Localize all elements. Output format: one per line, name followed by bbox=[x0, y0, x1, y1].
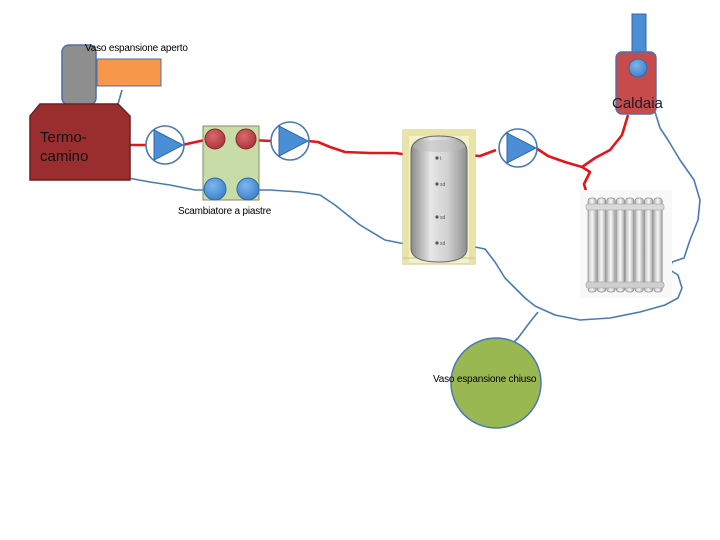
termocamino-body bbox=[29, 103, 131, 181]
svg-text:sd: sd bbox=[440, 215, 446, 221]
svg-text:t: t bbox=[440, 156, 442, 162]
hot-pipe-boiler-branch bbox=[581, 114, 630, 169]
open-tank-orange-panel bbox=[96, 58, 162, 87]
termocamino bbox=[29, 103, 131, 181]
pump-1 bbox=[145, 125, 185, 165]
cold-pipe-to-closed-tank bbox=[511, 311, 539, 345]
exchanger-hot-in-port bbox=[204, 128, 226, 150]
radiator-fin bbox=[587, 197, 597, 293]
exchanger-cold-out-port bbox=[236, 177, 260, 201]
boiler-label: Caldaia bbox=[612, 95, 663, 112]
svg-text:sd: sd bbox=[440, 182, 446, 188]
cold-pipe-open-tank-drop bbox=[117, 89, 123, 105]
radiator-fin bbox=[625, 197, 635, 293]
radiator-fin bbox=[606, 197, 616, 293]
open-expansion-tank-label: Vaso espansione aperto bbox=[85, 43, 188, 54]
radiator-fin bbox=[653, 197, 663, 293]
termocamino-label: Termo- camino bbox=[40, 128, 88, 166]
hot-pipe-pump1-exchanger bbox=[181, 138, 206, 147]
radiator-fin bbox=[597, 197, 607, 293]
svg-text:sd: sd bbox=[440, 241, 446, 247]
boiler bbox=[615, 13, 657, 115]
cold-pipe-termocamino-exchanger bbox=[127, 177, 210, 191]
radiator-fin bbox=[644, 197, 654, 293]
exchanger-cold-in-port bbox=[203, 177, 227, 201]
termocamino-label-line1: Termo- bbox=[40, 129, 87, 146]
hot-pipe-pump2-storage bbox=[307, 139, 411, 157]
termocamino-label-line2: camino bbox=[40, 148, 89, 165]
boiler-flue bbox=[631, 13, 647, 55]
closed-expansion-tank-label: Vaso espansione chiuso bbox=[433, 374, 537, 385]
radiator-fin bbox=[634, 197, 644, 293]
pump-2 bbox=[270, 121, 310, 161]
radiator-icon bbox=[580, 190, 672, 298]
plate-exchanger-label: Scambiatore a piastre bbox=[178, 206, 272, 217]
exchanger-hot-out-port bbox=[235, 128, 257, 150]
storage-tank-icon: t sd sd sd bbox=[402, 129, 476, 265]
closed-expansion-tank bbox=[450, 337, 542, 429]
cold-pipe-return-main bbox=[255, 111, 701, 321]
open-expansion-tank bbox=[61, 44, 162, 106]
pump-3 bbox=[498, 128, 538, 168]
boiler-port bbox=[628, 58, 648, 78]
plate-exchanger bbox=[202, 125, 260, 201]
radiator-fin bbox=[615, 197, 625, 293]
open-tank-body bbox=[61, 44, 97, 106]
